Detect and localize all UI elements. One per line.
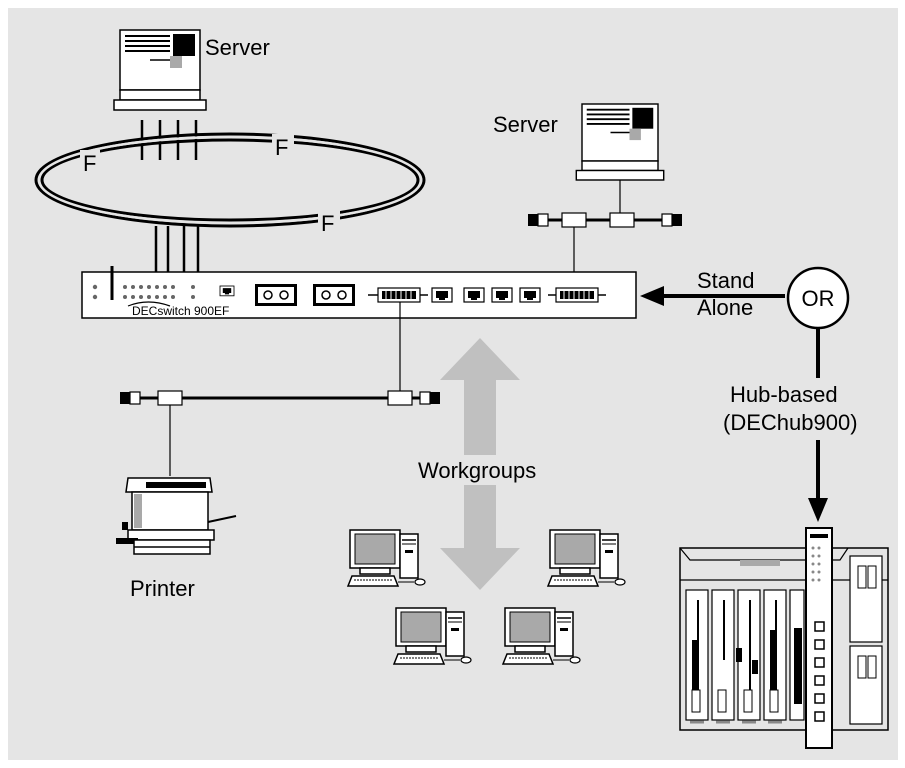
dechub900-chassis-icon: [679, 527, 889, 749]
fddi-ring: [34, 132, 426, 228]
ring-label-f1: F: [83, 151, 96, 176]
printer-segment: [120, 302, 440, 476]
workstation-icon-1: [347, 529, 426, 587]
ring-label-f3: F: [321, 211, 334, 236]
workgroups-label: Workgroups: [418, 458, 536, 483]
switch-name-label: DECswitch 900EF: [132, 304, 229, 318]
hub-arrow: [808, 328, 828, 522]
server-right-segment: [528, 180, 682, 288]
workstation-icon-3: [393, 607, 472, 665]
ring-switch-links: [154, 226, 200, 272]
printer-icon: [116, 477, 237, 555]
server-right-icon: [575, 103, 665, 181]
printer-label: Printer: [130, 576, 195, 601]
workstation-icon-4: [502, 607, 581, 665]
or-label: OR: [802, 286, 835, 311]
dechub-label: (DEChub900): [723, 410, 858, 435]
hub-based-label: Hub-based: [730, 382, 838, 407]
decswitch-900ef-icon: [81, 266, 637, 319]
alone-label: Alone: [697, 295, 753, 320]
server-top-icon: [113, 29, 207, 111]
stand-label: Stand: [697, 268, 755, 293]
server-top-label: Server: [205, 35, 270, 60]
workstation-icon-2: [547, 529, 626, 587]
server-right-label: Server: [493, 112, 558, 137]
stand-alone-arrow: [640, 286, 785, 306]
ring-label-f2: F: [275, 135, 288, 160]
